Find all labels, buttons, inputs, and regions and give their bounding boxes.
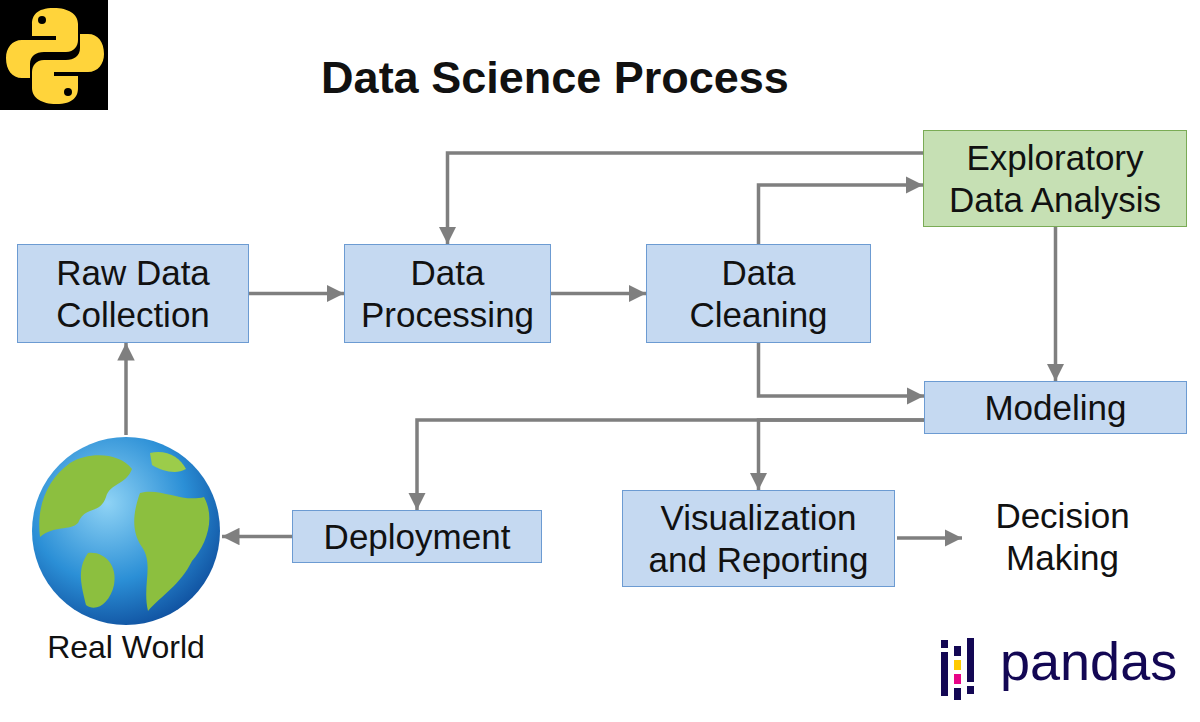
decision-arrow [897,536,962,540]
python-eye [64,88,72,96]
box-label: Exploratory Data Analysis [935,137,1175,221]
process-box: Raw Data Collection [17,244,249,343]
process-box: Data Cleaning [646,244,871,343]
flow-arrow [759,420,925,490]
flow-arrow [124,343,128,435]
flow-arrow [448,153,924,244]
flow-arrow [249,292,344,296]
logo-bar [941,652,948,696]
diagram-title: Data Science Process [255,52,855,104]
globe-land [81,553,115,608]
globe-node: Real World [30,435,222,665]
process-box: Visualization and Reporting [622,490,895,587]
box-label: Deployment [324,516,511,558]
logo-bar [954,646,961,656]
box-label: Visualization and Reporting [634,497,883,581]
box-label: Data Processing [356,252,539,336]
flow-arrow [551,292,646,296]
logo-bar [954,674,961,684]
box-label: Real World [30,629,222,665]
flow-arrow [222,535,292,539]
flow-arrow [1054,227,1058,381]
logo-bar [954,660,961,670]
analysis-box: Exploratory Data Analysis [923,130,1187,227]
process-box: Modeling [924,381,1187,434]
logo-bar [941,640,948,648]
python-logo [0,0,108,110]
process-box: Data Processing [344,244,551,343]
globe-ocean [32,437,220,625]
logo-bar [967,686,974,694]
box-label: Modeling [984,387,1126,429]
globe-land [134,492,209,611]
globe-illustration [30,435,222,627]
process-box: Deployment [292,510,542,563]
python-snake [32,34,104,104]
globe-land [150,452,186,472]
logo-background [0,0,108,110]
box-label: Raw Data Collection [29,252,237,336]
logo-bar [967,638,974,682]
globe-land [39,455,132,537]
python-eye [38,16,46,24]
free-label: Decision Making [960,495,1165,579]
box-label: Data Cleaning [658,252,859,336]
pandas-logo [941,638,974,700]
logo-bar [954,688,961,700]
flow-arrow [759,185,924,244]
flow-arrow [759,343,925,396]
logo-text: pandas [1000,633,1195,689]
